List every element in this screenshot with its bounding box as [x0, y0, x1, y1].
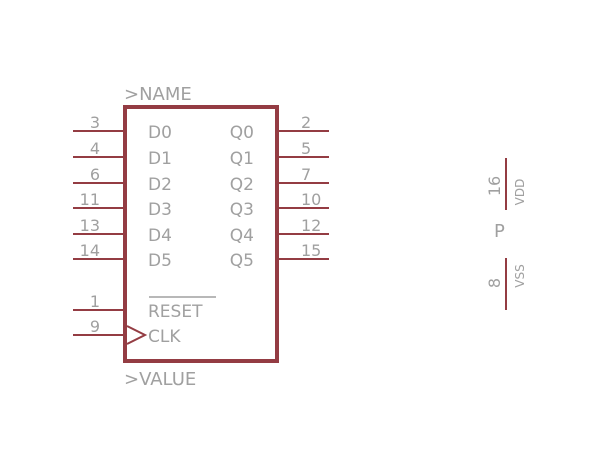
- pin-number: 1: [90, 292, 100, 311]
- pin-number: 9: [90, 317, 100, 336]
- pin-number: 10: [301, 190, 321, 209]
- pin-d0: 3 D0: [73, 113, 172, 143]
- pin-label: D3: [148, 200, 172, 220]
- pin-number: 4: [90, 139, 100, 158]
- part-value-label: >VALUE: [124, 369, 196, 390]
- pin-number: 8: [485, 278, 504, 288]
- pin-label: RESET: [148, 302, 203, 322]
- power-label: P: [494, 221, 505, 242]
- pin-q1: 5 Q1: [230, 139, 329, 169]
- pin-number: 3: [90, 113, 100, 132]
- pin-label: VDD: [513, 179, 527, 206]
- clock-triangle-icon: [126, 325, 148, 345]
- pin-number: 6: [90, 165, 100, 184]
- pin-clk: 9 CLK: [73, 317, 181, 347]
- pin-label: D0: [148, 123, 172, 143]
- pin-label: Q5: [230, 251, 254, 271]
- pin-d3: 11 D3: [73, 190, 172, 220]
- pin-q4: 12 Q4: [230, 216, 329, 246]
- pin-label: Q1: [230, 149, 254, 169]
- pin-number: 16: [485, 176, 504, 196]
- right-pin-group: 2 Q0 5 Q1 7 Q2 10 Q3 12 Q4 15 Q5: [230, 113, 329, 271]
- pin-number: 2: [301, 113, 311, 132]
- pin-number: 15: [301, 241, 321, 260]
- pin-number: 7: [301, 165, 311, 184]
- control-pin-group: 1 RESET 9 CLK: [73, 292, 216, 347]
- left-pin-group: 3 D0 4 D1 6 D2 11 D3 13 D4 14 D5: [73, 113, 172, 271]
- pin-label: CLK: [148, 327, 181, 347]
- pin-label: D5: [148, 251, 172, 271]
- pin-vdd: 16 VDD: [485, 158, 527, 210]
- part-name-label: >NAME: [124, 84, 192, 105]
- pin-q5: 15 Q5: [230, 241, 329, 271]
- pin-label: D1: [148, 149, 172, 169]
- pin-number: 11: [80, 190, 100, 209]
- pin-vss: 8 VSS: [485, 258, 527, 310]
- pin-q3: 10 Q3: [230, 190, 329, 220]
- pin-number: 12: [301, 216, 321, 235]
- pin-label: D2: [148, 175, 172, 195]
- pin-number: 14: [80, 241, 100, 260]
- pin-q2: 7 Q2: [230, 165, 329, 195]
- pin-number: 13: [80, 216, 100, 235]
- pin-q0: 2 Q0: [230, 113, 329, 143]
- pin-d2: 6 D2: [73, 165, 172, 195]
- pin-label: Q3: [230, 200, 254, 220]
- pin-d4: 13 D4: [73, 216, 172, 246]
- pin-label: D4: [148, 226, 172, 246]
- power-symbol: P 16 VDD 8 VSS: [485, 158, 527, 310]
- pin-label: Q4: [230, 226, 254, 246]
- pin-reset: 1 RESET: [73, 292, 216, 322]
- pin-label: VSS: [513, 264, 527, 287]
- pin-label: Q0: [230, 123, 254, 143]
- pin-number: 5: [301, 139, 311, 158]
- pin-label: Q2: [230, 175, 254, 195]
- pin-d5: 14 D5: [73, 241, 172, 271]
- pin-d1: 4 D1: [73, 139, 172, 169]
